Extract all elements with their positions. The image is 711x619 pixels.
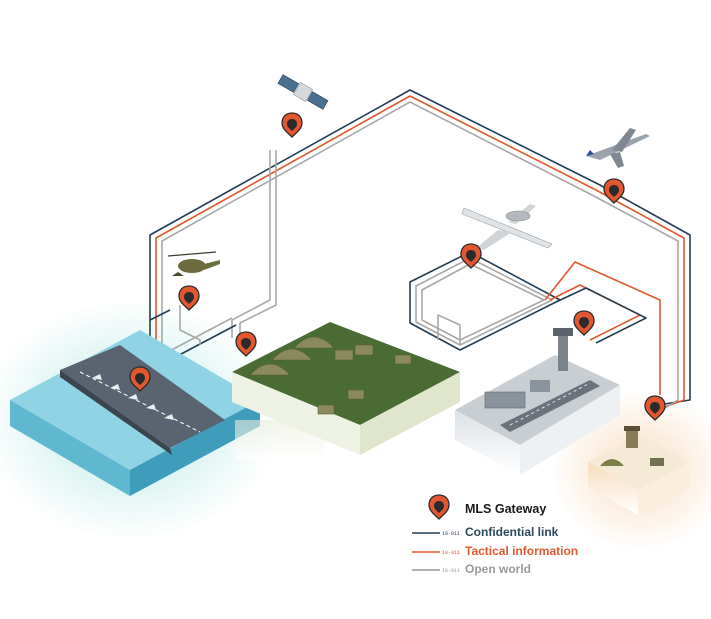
tactical-info-line: 10-011 xyxy=(412,550,460,556)
gateway-icon xyxy=(573,310,595,336)
legend-tactical-label: Tactical information xyxy=(465,544,579,558)
legend-open: 10-011 Open world xyxy=(412,561,531,579)
airbase-icon xyxy=(455,328,620,475)
military-camp-icon xyxy=(232,322,460,460)
legend-tactical: 10-011 Tactical information xyxy=(412,543,578,561)
aircraft-carrier-icon xyxy=(10,330,260,496)
gateway-icon xyxy=(178,285,200,311)
fighter-jet-icon xyxy=(586,128,650,168)
helicopter-icon xyxy=(167,251,220,276)
legend-open-label: Open world xyxy=(465,562,531,576)
legend: MLS Gateway 10-011 Confidential link 10-… xyxy=(412,494,702,582)
gateway-icon xyxy=(281,112,303,138)
awacs-plane-icon xyxy=(461,204,553,250)
open-world-line: 10-011 xyxy=(412,568,460,574)
satellite-icon xyxy=(277,74,329,110)
link-lines xyxy=(149,89,691,416)
line-code: 10-011 xyxy=(442,568,460,574)
gateway-icon xyxy=(428,494,450,520)
line-code: 10-011 xyxy=(442,550,460,556)
gateway-icon xyxy=(460,243,482,269)
outpost-icon xyxy=(588,426,690,515)
line-code: 10-011 xyxy=(442,531,460,537)
legend-gateway-label: MLS Gateway xyxy=(465,502,547,516)
legend-confidential: 10-011 Confidential link xyxy=(412,524,558,542)
gateway-icon xyxy=(603,178,625,204)
legend-gateway: MLS Gateway xyxy=(412,494,546,520)
confidential-link-line: 10-011 xyxy=(412,531,460,537)
legend-confidential-label: Confidential link xyxy=(465,525,559,539)
